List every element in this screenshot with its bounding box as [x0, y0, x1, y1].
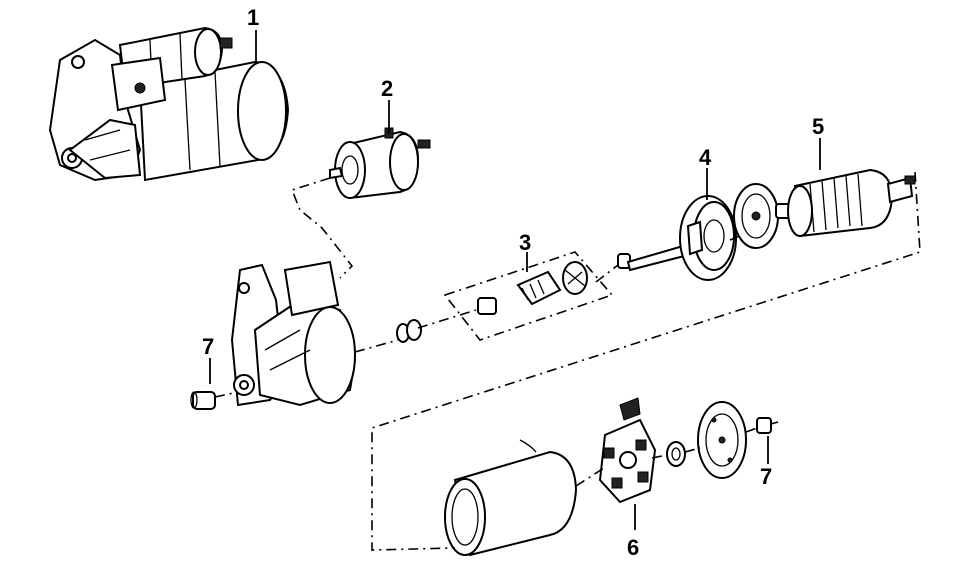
callout-6: 6 — [627, 535, 639, 560]
bushing-left — [190, 391, 216, 410]
callout-7-right: 7 — [760, 464, 772, 489]
callout-4: 4 — [699, 145, 712, 170]
field-frame — [444, 439, 578, 557]
drive-gear-assembly — [443, 251, 614, 341]
bushing-right — [756, 417, 772, 434]
spring-clip — [396, 319, 422, 343]
end-plate — [733, 183, 779, 249]
callout-2: 2 — [381, 76, 393, 101]
starter-assembly — [48, 26, 290, 182]
solenoid — [329, 127, 431, 200]
assembly-lines — [214, 171, 921, 551]
drive-end-housing — [617, 195, 737, 281]
commutator-end-cap — [697, 401, 747, 479]
callout-1: 1 — [247, 5, 259, 30]
brush-holder — [598, 397, 657, 504]
callout-leaders — [209, 30, 821, 530]
washer — [666, 441, 686, 467]
starter-housing — [230, 260, 357, 407]
callout-7-left: 7 — [202, 334, 214, 359]
armature — [775, 168, 916, 238]
callout-5: 5 — [812, 114, 824, 139]
callout-3: 3 — [519, 230, 531, 255]
